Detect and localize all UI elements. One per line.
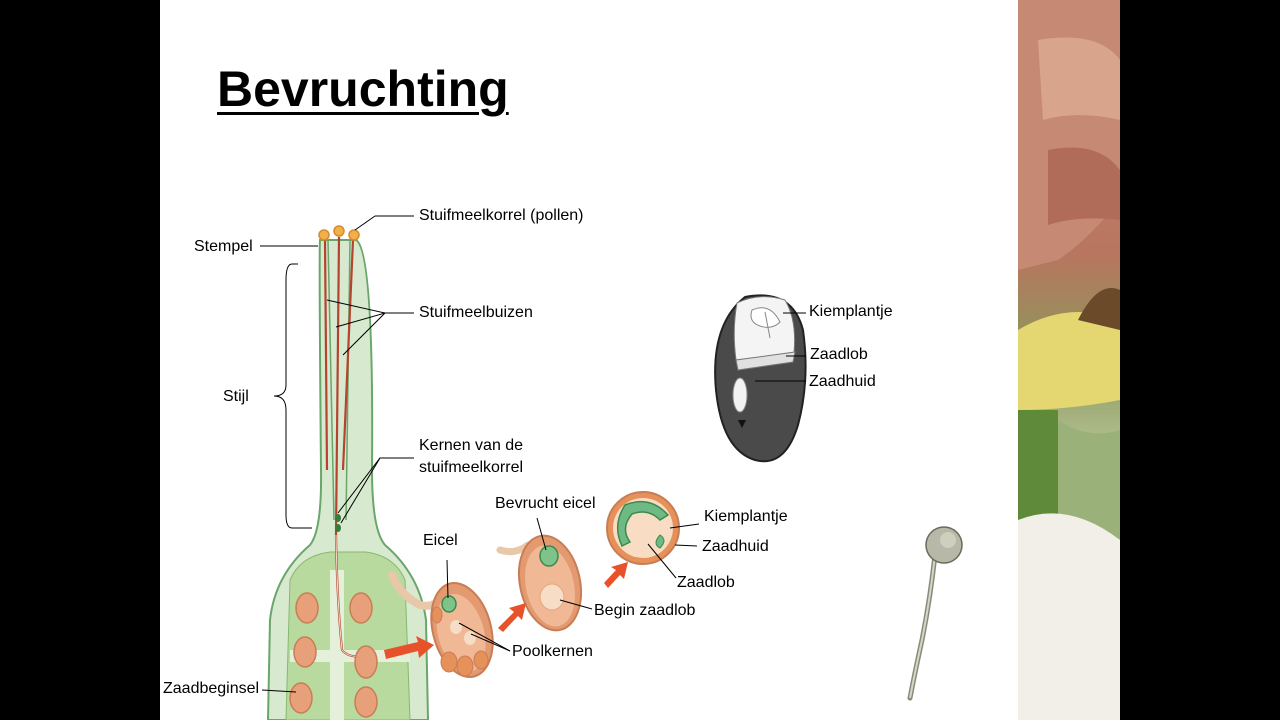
label-begin-zaadlob: Begin zaadlob bbox=[594, 602, 696, 619]
label-zaadhuid-small: Zaadhuid bbox=[702, 538, 769, 555]
seed-section bbox=[606, 491, 680, 565]
label-kiemplantje-seed: Kiemplantje bbox=[809, 303, 893, 320]
label-kiemplantje-small: Kiemplantje bbox=[704, 508, 788, 525]
label-stijl: Stijl bbox=[223, 388, 249, 405]
label-poolkernen: Poolkernen bbox=[512, 643, 593, 660]
ovule-stage-2 bbox=[496, 534, 582, 632]
ovules bbox=[289, 592, 378, 718]
label-eicel: Eicel bbox=[423, 532, 458, 549]
stage-arrows bbox=[384, 562, 628, 659]
label-stuifmeelkorrel: Stuifmeelkorrel (pollen) bbox=[419, 207, 584, 224]
pollen-grains bbox=[318, 225, 360, 241]
label-zaadlob-small: Zaadlob bbox=[677, 574, 735, 591]
label-zaadlob-seed: Zaadlob bbox=[810, 346, 868, 363]
page-title: Bevruchting bbox=[217, 61, 509, 117]
leader-lines bbox=[260, 215, 806, 693]
label-bevrucht-eicel: Bevrucht eicel bbox=[495, 495, 596, 512]
seedling-sketch bbox=[907, 526, 963, 701]
flower-photo bbox=[1018, 0, 1120, 720]
label-kernen-line2: stuifmeelkorrel bbox=[419, 459, 524, 476]
label-zaadbeginsel: Zaadbeginsel bbox=[163, 680, 260, 697]
bean-seed bbox=[714, 294, 807, 463]
label-stempel: Stempel bbox=[194, 238, 253, 255]
ovule-stage-1 bbox=[388, 571, 494, 678]
label-zaadhuid-seed: Zaadhuid bbox=[809, 373, 876, 390]
label-stuifmeelbuizen: Stuifmeelbuizen bbox=[419, 304, 533, 321]
label-kernen-line1: Kernen van de bbox=[419, 437, 524, 454]
